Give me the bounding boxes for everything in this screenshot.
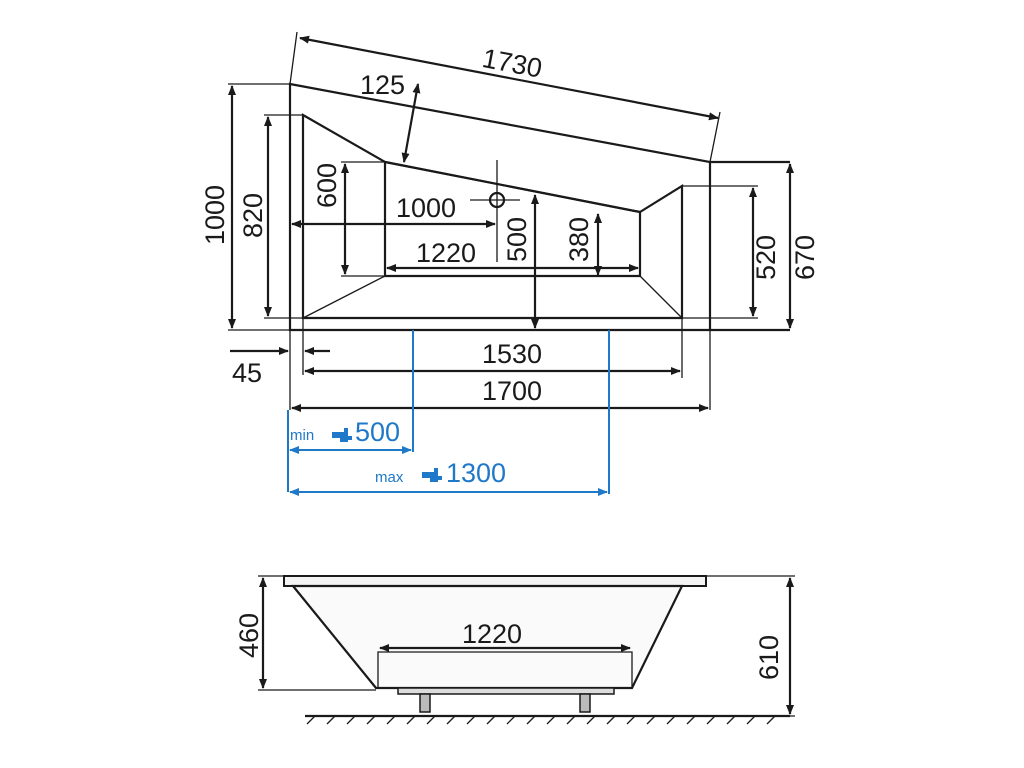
side-view: 460 1220 610 <box>234 575 795 725</box>
dim-520-label: 520 <box>751 235 781 280</box>
dim-125-line <box>401 83 421 163</box>
dim-460-ext <box>258 575 376 691</box>
dim-500-label: 500 <box>502 217 532 262</box>
tub-right-end <box>710 160 790 332</box>
faucet-icon <box>332 428 352 442</box>
dim-1000-label: 1000 <box>200 185 230 245</box>
dim-600-label: 600 <box>312 163 342 208</box>
dim-bottom-ext <box>289 318 711 410</box>
dim-460-label: 460 <box>234 613 264 658</box>
tub-leg-left <box>419 693 431 713</box>
tub-side-inner <box>377 651 633 688</box>
dim-600-ext <box>341 161 385 277</box>
dim-1000-ext <box>228 83 290 331</box>
tub-side-rim <box>283 575 707 587</box>
dim-610-label: 610 <box>754 635 784 680</box>
tub-side-base <box>397 687 615 695</box>
tub-leg-right <box>579 693 591 713</box>
dim-610-ext <box>706 575 795 717</box>
dim-380-label: 380 <box>564 217 594 262</box>
tap-max-label: max <box>375 469 404 486</box>
tap-min-label: min <box>290 427 314 444</box>
dim-1700-label: 1700 <box>482 376 542 406</box>
dim-820-label: 820 <box>238 193 268 238</box>
dim-670-label: 670 <box>790 235 820 280</box>
tap-range-ext <box>287 330 610 494</box>
drain-center <box>470 160 520 262</box>
dim-520-ext <box>682 185 758 319</box>
dim-1730-ext <box>289 31 721 163</box>
dim-125-label: 125 <box>360 70 405 100</box>
dim-1730-label: 1730 <box>480 43 545 84</box>
floor-hatch <box>306 715 776 725</box>
dim-1530-label: 1530 <box>482 339 542 369</box>
faucet-icon <box>422 468 442 482</box>
dim-side-1220-label: 1220 <box>462 619 522 649</box>
tap-max-value: 1300 <box>446 458 506 488</box>
top-view: 1730 125 1000 820 600 1000 1220 500 380 … <box>200 31 820 496</box>
dim-820-ext <box>264 114 303 319</box>
tub-bevels <box>302 114 683 319</box>
dim-1220-label: 1220 <box>416 238 476 268</box>
dim-1730-line <box>299 35 719 121</box>
drain-symbol <box>488 191 506 209</box>
dim-45-label: 45 <box>232 358 262 388</box>
tap-min-value: 500 <box>355 417 400 447</box>
dim-1000-inner-label: 1000 <box>396 193 456 223</box>
